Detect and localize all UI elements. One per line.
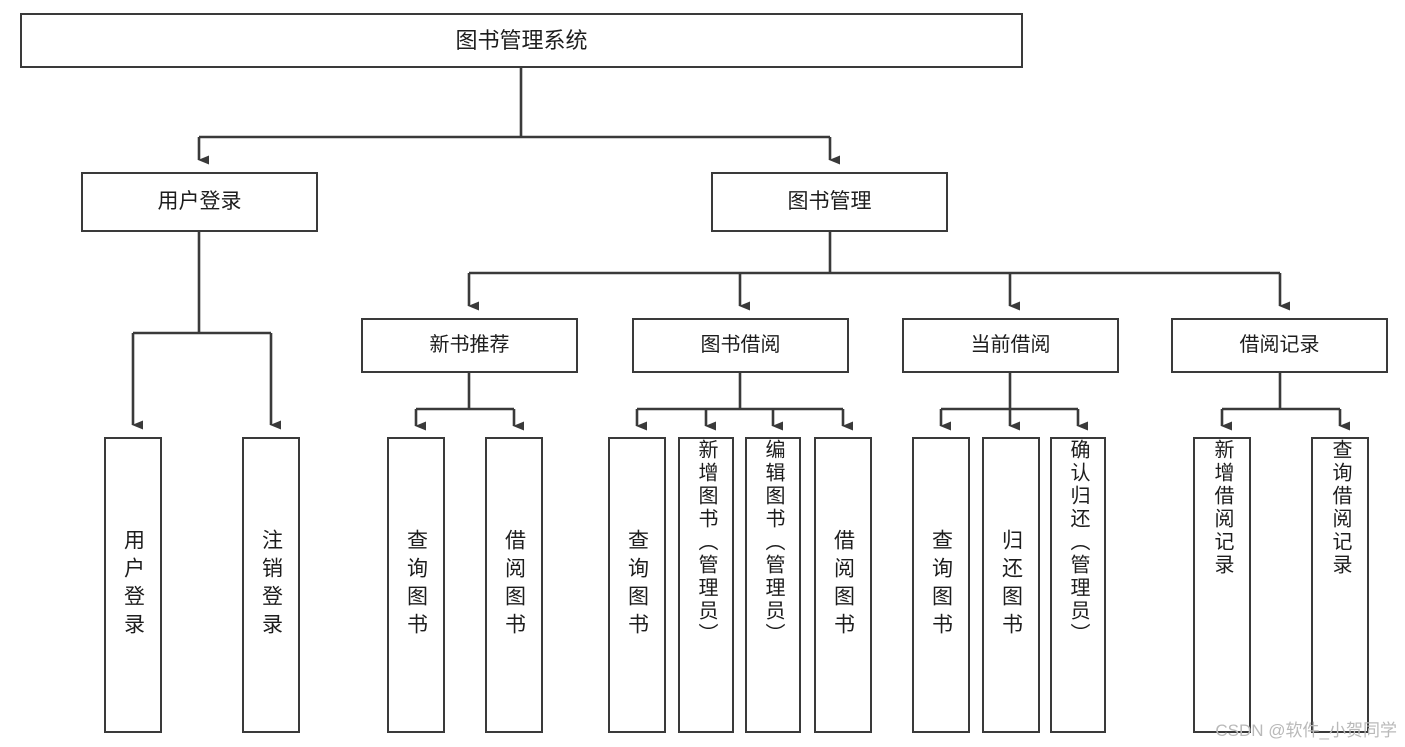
node-label-borrow-record: 借阅记录 xyxy=(1239,334,1320,356)
new-book-recommend-to-leaves-connectors xyxy=(414,373,524,431)
leaf-label-current-borrow-confirm-return-admin: 确认归还（管理员） xyxy=(1067,439,1089,646)
leaf-borrow-record-add-record[interactable]: 新增借阅记录 xyxy=(1193,437,1251,733)
node-label-new-book-recommend: 新书推荐 xyxy=(429,334,510,356)
node-new-book-recommend[interactable]: 新书推荐 xyxy=(361,318,578,373)
node-current-borrow[interactable]: 当前借阅 xyxy=(902,318,1119,373)
leaf-book-borrow-borrow-book[interactable]: 借阅图书 xyxy=(814,437,872,733)
leaf-user-login-login[interactable]: 用户登录 xyxy=(104,437,162,733)
leaf-book-borrow-edit-book-admin[interactable]: 编辑图书（管理员） xyxy=(745,437,801,733)
leaf-new-book-query-book[interactable]: 查询图书 xyxy=(387,437,445,733)
leaf-current-borrow-confirm-return-admin[interactable]: 确认归还（管理员） xyxy=(1050,437,1106,733)
leaf-label-borrow-record-add-record: 新增借阅记录 xyxy=(1211,439,1233,577)
book-management-to-level3-connectors xyxy=(467,232,1290,311)
leaf-label-user-login-login: 用户登录 xyxy=(121,529,145,641)
user-login-to-leaves-connectors xyxy=(131,232,281,430)
node-label-book-management: 图书管理 xyxy=(787,189,872,213)
node-book-management-system[interactable]: 图书管理系统 xyxy=(20,13,1023,68)
node-label-user-login: 用户登录 xyxy=(157,189,242,213)
leaf-label-borrow-record-query-record: 查询借阅记录 xyxy=(1329,439,1351,577)
node-book-management[interactable]: 图书管理 xyxy=(711,172,948,232)
leaf-label-current-borrow-query-book: 查询图书 xyxy=(929,529,953,641)
leaf-label-book-borrow-add-book-admin: 新增图书（管理员） xyxy=(695,439,717,646)
leaf-label-user-login-logout: 注销登录 xyxy=(259,529,283,641)
leaf-label-current-borrow-return-book: 归还图书 xyxy=(999,529,1023,641)
node-borrow-record[interactable]: 借阅记录 xyxy=(1171,318,1388,373)
leaf-current-borrow-return-book[interactable]: 归还图书 xyxy=(982,437,1040,733)
node-label-book-borrow: 图书借阅 xyxy=(700,334,781,356)
node-book-borrow[interactable]: 图书借阅 xyxy=(632,318,849,373)
leaf-label-book-borrow-borrow-book: 借阅图书 xyxy=(831,529,855,641)
leaf-label-new-book-query-book: 查询图书 xyxy=(404,529,428,641)
leaf-label-new-book-borrow-book: 借阅图书 xyxy=(502,529,526,641)
node-label-root: 图书管理系统 xyxy=(455,27,588,53)
leaf-label-book-borrow-query-book: 查询图书 xyxy=(625,529,649,641)
leaf-borrow-record-query-record[interactable]: 查询借阅记录 xyxy=(1311,437,1369,733)
current-borrow-to-leaves-connectors xyxy=(939,373,1088,431)
leaf-label-book-borrow-edit-book-admin: 编辑图书（管理员） xyxy=(762,439,784,646)
leaf-current-borrow-query-book[interactable]: 查询图书 xyxy=(912,437,970,733)
node-user-login[interactable]: 用户登录 xyxy=(81,172,318,232)
root-to-level2-connectors xyxy=(197,68,840,165)
leaf-book-borrow-add-book-admin[interactable]: 新增图书（管理员） xyxy=(678,437,734,733)
leaf-book-borrow-query-book[interactable]: 查询图书 xyxy=(608,437,666,733)
book-borrow-to-leaves-connectors xyxy=(635,373,853,431)
node-label-current-borrow: 当前借阅 xyxy=(970,334,1051,356)
leaf-user-login-logout[interactable]: 注销登录 xyxy=(242,437,300,733)
borrow-record-to-leaves-connectors xyxy=(1220,373,1350,431)
leaf-new-book-borrow-book[interactable]: 借阅图书 xyxy=(485,437,543,733)
